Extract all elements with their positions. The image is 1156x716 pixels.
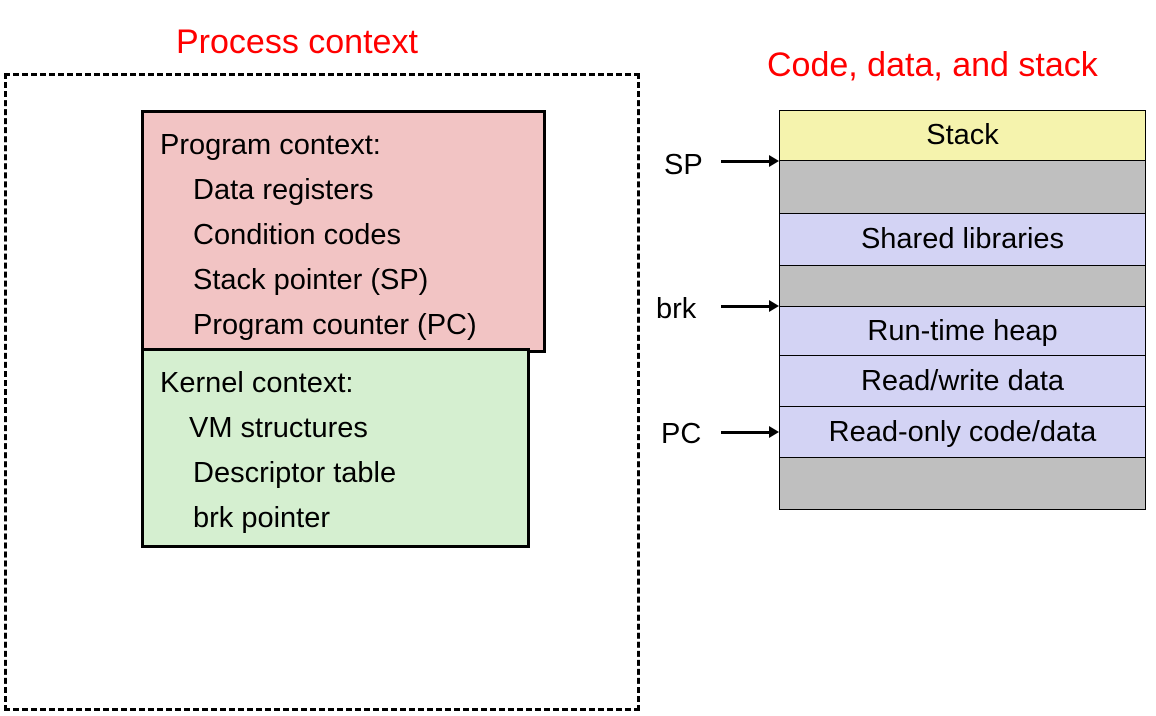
program-context-item-program-counter: Program counter (PC) bbox=[193, 309, 477, 341]
kernel-context-item-brk-pointer: brk pointer bbox=[193, 502, 331, 534]
memory-segment-run-time-heap: Run-time heap bbox=[779, 306, 1146, 356]
program-context-item-data-registers: Data registers bbox=[193, 174, 374, 206]
process-context-title: Process context bbox=[176, 23, 418, 61]
memory-segment-gap bbox=[779, 265, 1146, 307]
kernel-context-item-descriptor-table: Descriptor table bbox=[193, 457, 397, 489]
pc-pointer-label: PC bbox=[661, 418, 702, 450]
pc-pointer-arrow bbox=[721, 426, 779, 438]
memory-segment-read-only-code-data: Read-only code/data bbox=[779, 406, 1146, 458]
memory-segment-shared-libraries: Shared libraries bbox=[779, 213, 1146, 266]
memory-segment-read-write-data: Read/write data bbox=[779, 355, 1146, 407]
process-context-border bbox=[4, 73, 640, 711]
program-context-item-stack-pointer: Stack pointer (SP) bbox=[193, 264, 429, 296]
brk-pointer-arrow bbox=[721, 300, 779, 312]
program-context-box: Program context: Data registers Conditio… bbox=[141, 110, 546, 353]
kernel-context-box: Kernel context: VM structures Descriptor… bbox=[141, 348, 530, 548]
sp-pointer-label: SP bbox=[664, 149, 703, 181]
sp-pointer-arrow bbox=[721, 155, 779, 167]
kernel-context-item-vm-structures: VM structures bbox=[189, 412, 368, 444]
memory-segment-stack: Stack bbox=[779, 110, 1146, 161]
kernel-context-heading: Kernel context: bbox=[160, 367, 354, 399]
memory-segment-gap bbox=[779, 160, 1146, 214]
memory-layout-title: Code, data, and stack bbox=[767, 46, 1098, 84]
program-context-heading: Program context: bbox=[160, 129, 381, 161]
brk-pointer-label: brk bbox=[656, 293, 697, 325]
program-context-item-condition-codes: Condition codes bbox=[193, 219, 401, 251]
memory-segment-gap bbox=[779, 457, 1146, 510]
